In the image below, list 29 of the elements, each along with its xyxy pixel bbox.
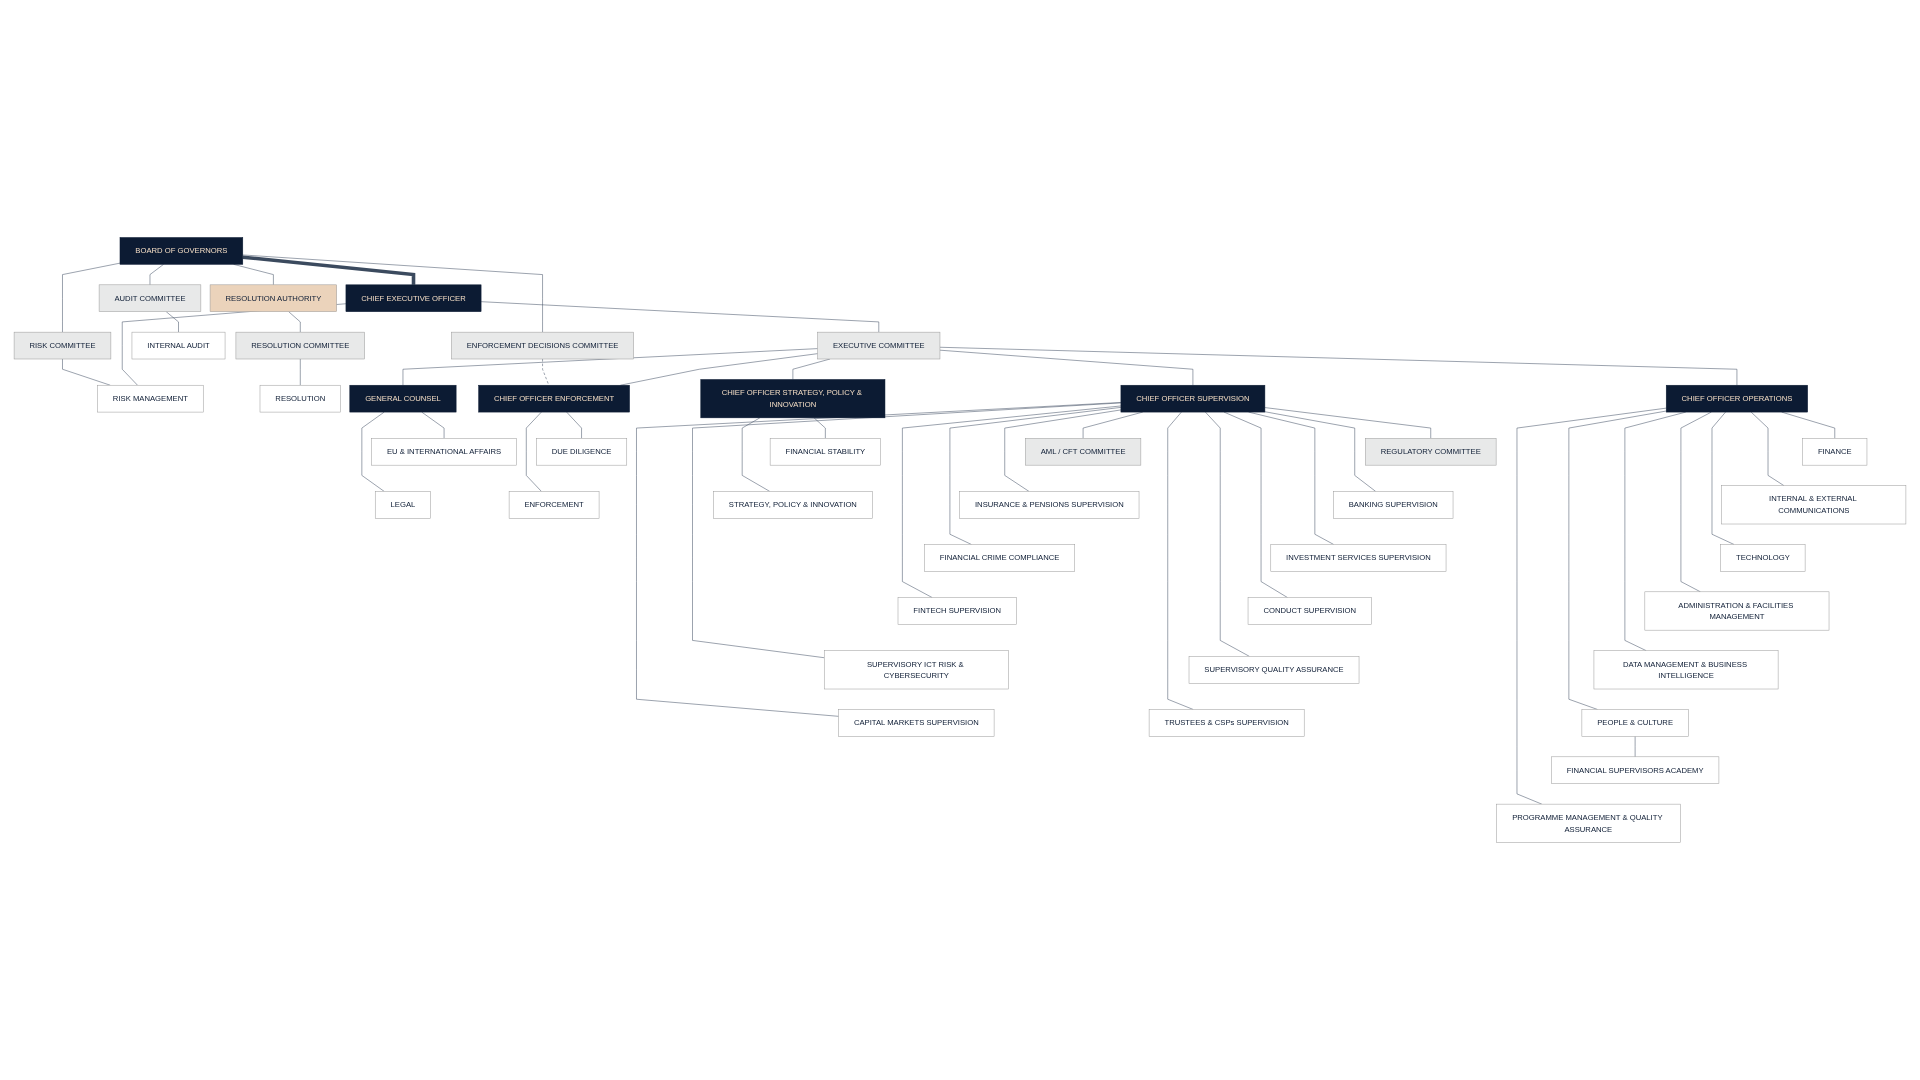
connector — [636, 402, 1122, 717]
connector — [480, 301, 880, 333]
connector — [402, 348, 818, 386]
connector — [1264, 407, 1431, 439]
connector — [242, 254, 543, 333]
connector — [149, 264, 164, 286]
connector — [1568, 410, 1667, 710]
connector — [902, 405, 1122, 598]
connector — [692, 402, 1122, 658]
connector — [361, 411, 385, 492]
connector — [566, 411, 582, 439]
connector — [165, 311, 179, 333]
connector — [242, 255, 416, 285]
connector — [1004, 409, 1122, 492]
connector — [1750, 411, 1785, 486]
connector — [741, 417, 770, 492]
connector — [939, 349, 1194, 386]
connector — [1264, 411, 1376, 492]
connector — [526, 411, 542, 492]
connector — [62, 262, 121, 333]
connector — [1516, 407, 1667, 805]
connector — [949, 407, 1122, 545]
connector — [1711, 411, 1735, 545]
connector — [813, 417, 826, 439]
connector — [1167, 411, 1194, 710]
connector — [421, 411, 445, 439]
connector — [1680, 411, 1712, 593]
connector — [1205, 411, 1250, 657]
connector — [939, 347, 1738, 386]
